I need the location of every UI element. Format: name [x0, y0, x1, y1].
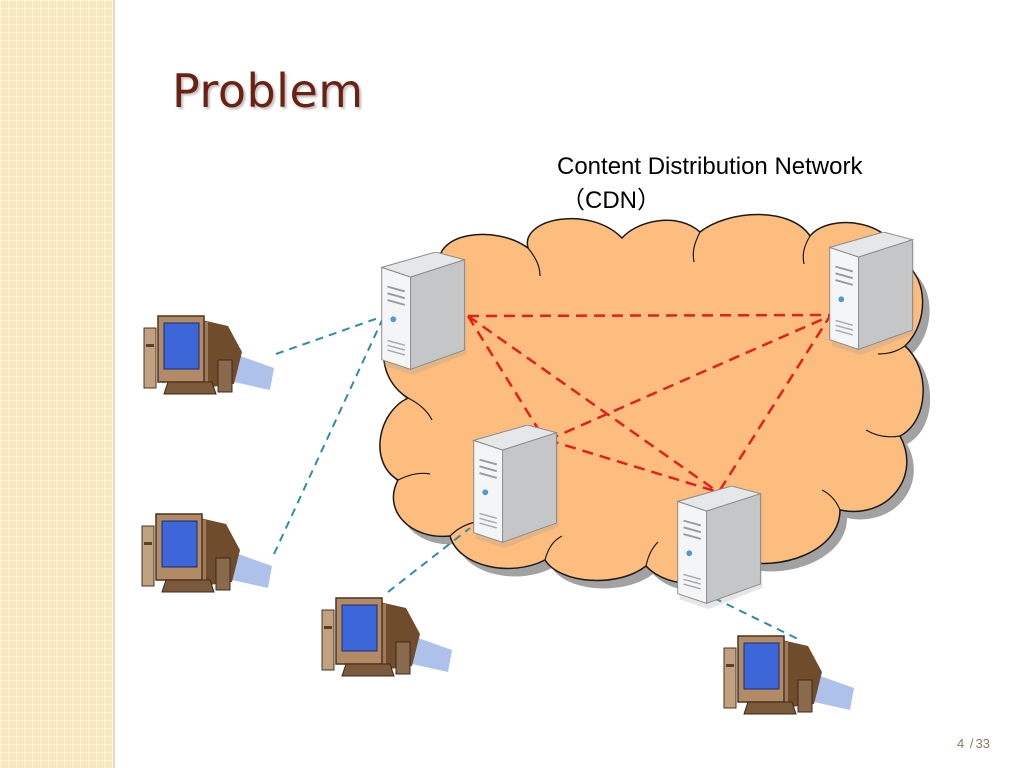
server-2	[828, 232, 916, 357]
decorative-side-band	[0, 0, 113, 768]
side-band-edge	[113, 0, 115, 768]
server-3	[472, 425, 560, 550]
client-pc-1	[143, 315, 275, 395]
cdn-label-line-2: （CDN）	[561, 187, 661, 214]
page-number: 4 /33	[957, 736, 990, 751]
server-4	[676, 486, 764, 611]
server-1	[380, 252, 468, 377]
page-current: 4	[957, 736, 965, 751]
client-pc-2	[141, 513, 273, 593]
server-connection-lines	[466, 313, 832, 494]
page-separator: /	[969, 736, 974, 751]
client-connection-lines	[273, 315, 801, 641]
client-pc-3	[321, 597, 453, 677]
cdn-label-line-1: Content Distribution Network	[557, 153, 863, 180]
cdn-label: Content Distribution Network （CDN）	[557, 150, 937, 218]
client-pc-4	[723, 635, 855, 715]
page-total: 33	[975, 736, 990, 751]
slide-title: Problem	[172, 64, 364, 118]
